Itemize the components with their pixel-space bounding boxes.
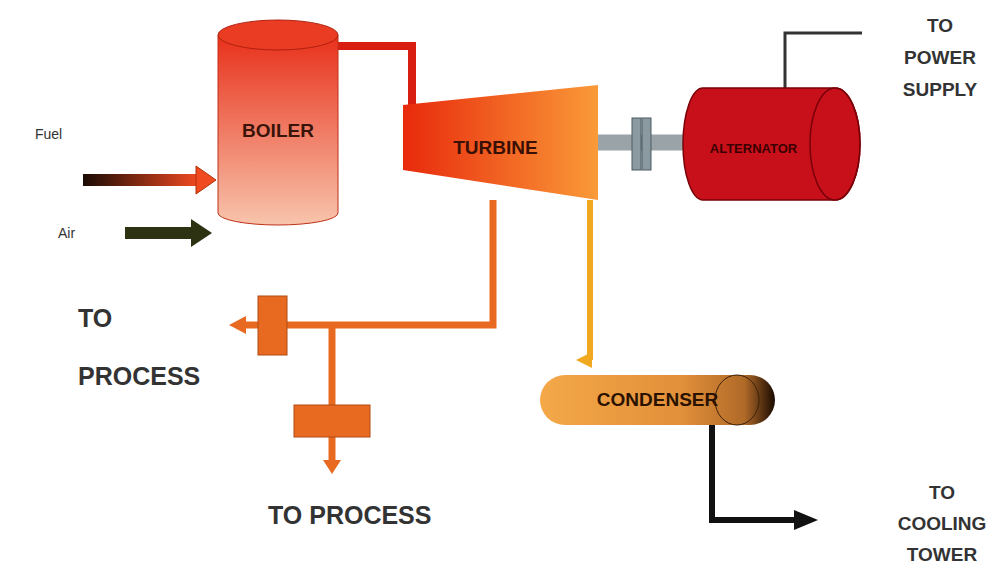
output-label: TO PROCESS: [268, 500, 478, 530]
process-arrow-head: [229, 316, 246, 334]
fuel-arrow: [83, 166, 216, 194]
process-pipe: [244, 200, 493, 462]
valve: [258, 296, 287, 355]
output-label: TO COOLING TOWER: [892, 477, 992, 570]
turbine-body: TURBINE: [403, 85, 598, 200]
shaft-coupling: [642, 118, 651, 170]
power-wire: [785, 33, 862, 90]
output-label: TO POWER SUPPLY: [898, 10, 982, 106]
steam-pipe: [336, 46, 412, 106]
shaft-coupling: [632, 118, 641, 170]
cooling-arrow-head: [794, 510, 818, 530]
valve: [294, 405, 370, 437]
boiler-vessel: BOILER: [218, 20, 338, 225]
process-arrow-head: [323, 460, 341, 474]
air-arrow: [125, 219, 212, 247]
exhaust-pipe: [587, 200, 593, 360]
component-name: TURBINE: [453, 137, 537, 159]
condenser-shell: CONDENSER: [540, 375, 775, 425]
component-name: BOILER: [242, 120, 314, 142]
component-name: CONDENSER: [597, 389, 718, 411]
alternator-body: ALTERNATOR: [683, 88, 860, 200]
output-label: TO PROCESS: [78, 289, 218, 405]
input-label: Air: [58, 224, 118, 242]
input-label: Fuel: [35, 125, 95, 143]
component-name: ALTERNATOR: [710, 141, 797, 156]
cooling-pipe: [712, 424, 796, 520]
